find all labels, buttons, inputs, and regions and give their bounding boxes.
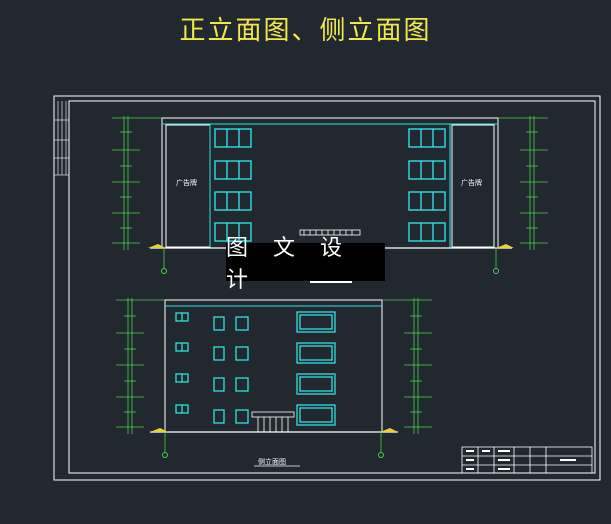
side-dimensions-left	[116, 298, 165, 434]
front-entrance	[299, 229, 361, 236]
inner-border	[68, 100, 596, 474]
side-ground-mark-right	[380, 428, 398, 432]
front-windows-right	[408, 128, 446, 242]
side-elevation	[116, 298, 432, 467]
front-ground-mark-left	[148, 244, 166, 248]
side-windows-large	[296, 311, 336, 426]
side-elevation-caption: 侧立面图	[258, 458, 286, 466]
right-tower-label: 广告牌	[461, 179, 482, 187]
front-dimensions-right	[498, 116, 548, 250]
binding-strip	[54, 101, 69, 176]
side-ground-mark-left	[150, 428, 168, 432]
front-ground-mark-right	[496, 244, 514, 248]
axis-marker	[378, 452, 384, 458]
side-windows-small	[175, 312, 189, 414]
right-tower	[451, 124, 495, 248]
outer-border	[53, 95, 601, 481]
side-windows-double	[213, 316, 249, 424]
title-block	[461, 446, 593, 474]
side-dimensions-right	[382, 298, 432, 434]
left-tower-label: 广告牌	[176, 179, 197, 187]
watermark: 图 文 设 计	[226, 236, 385, 293]
title-block-text-marks	[466, 450, 576, 470]
page-title: 正立面图、侧立面图	[179, 16, 432, 46]
axis-marker	[493, 268, 499, 274]
axis-marker	[162, 452, 168, 458]
front-dimensions-left	[112, 116, 162, 250]
front-outline	[161, 117, 499, 249]
side-entrance	[251, 411, 295, 432]
axis-marker	[161, 268, 167, 274]
watermark-underline	[310, 281, 352, 283]
front-windows-left	[214, 128, 252, 242]
